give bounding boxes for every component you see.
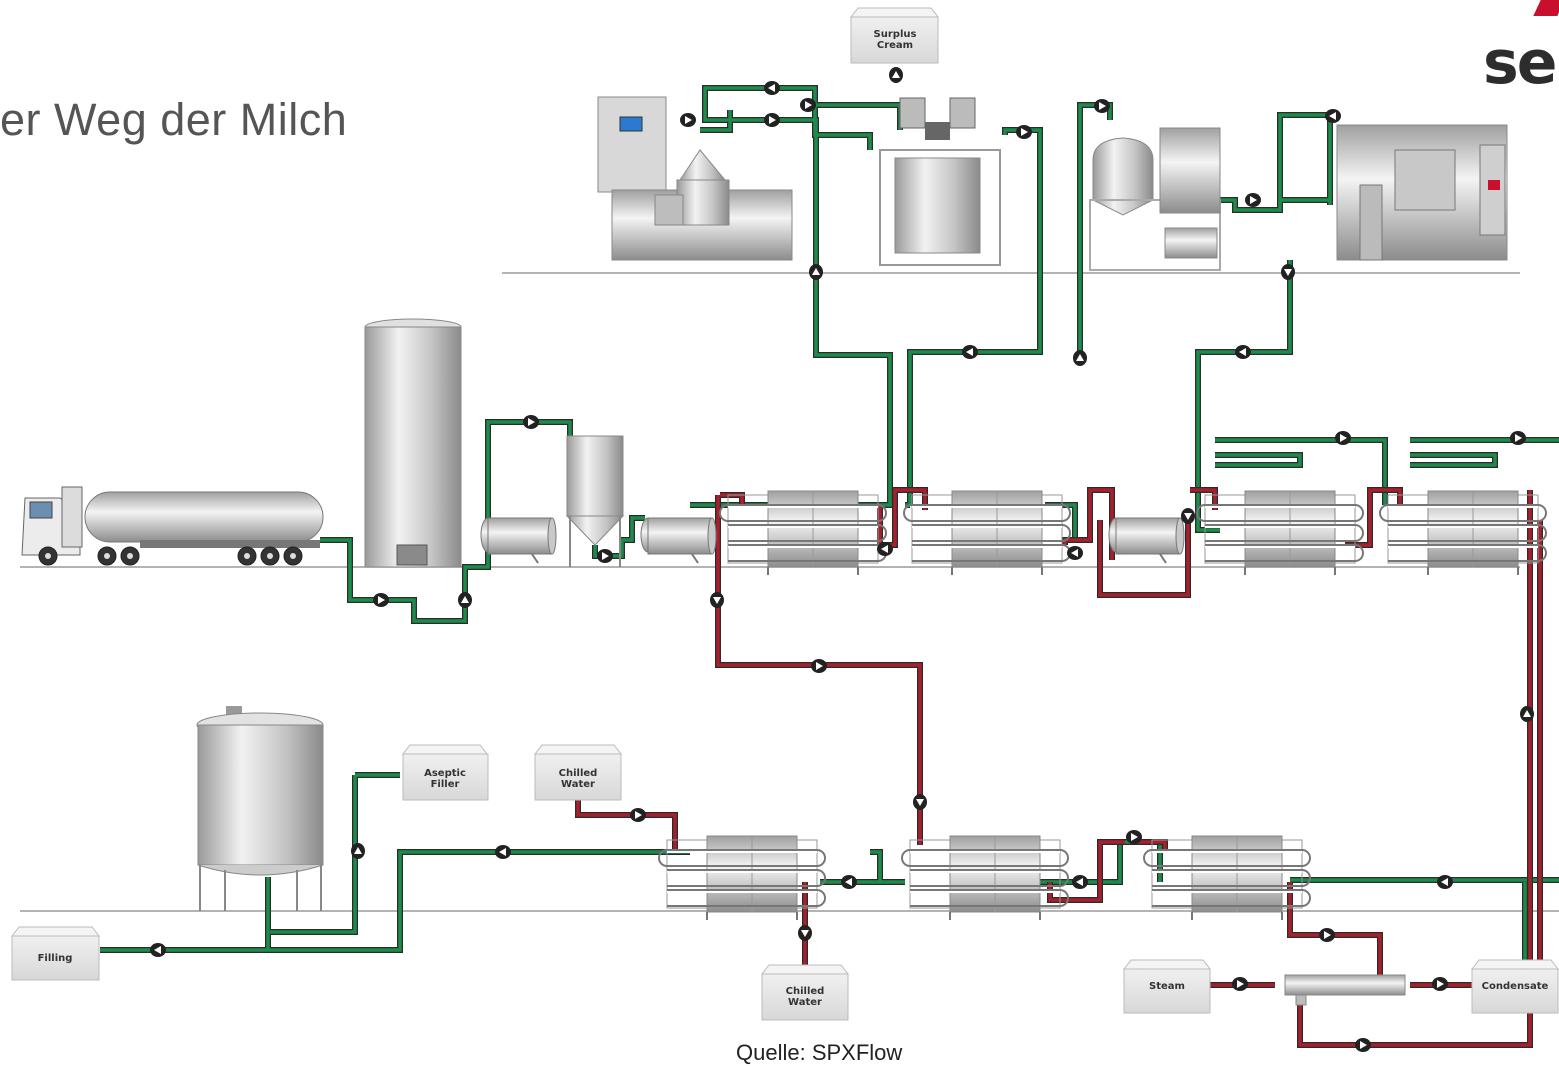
- flow-arrows: [150, 67, 1534, 1052]
- flow-arrow-icon: [1325, 109, 1341, 123]
- flow-arrow-icon: [1510, 431, 1526, 445]
- flow-arrow-icon: [1072, 875, 1088, 889]
- homogeniser-icon: [1089, 127, 1221, 271]
- flow-arrow-icon: [351, 843, 365, 859]
- flow-arrow-icon: [1067, 546, 1083, 560]
- flow-arrow-icon: [1073, 350, 1087, 366]
- chilled-water-in-box: Chilled Water: [533, 744, 623, 801]
- aseptic-machine-icon: [1336, 124, 1508, 261]
- chilled-out-label-1: Chilled: [786, 986, 825, 997]
- filling-label: Filling: [38, 953, 73, 964]
- flow-arrow-icon: [1094, 99, 1110, 113]
- pump-icon: [1108, 517, 1185, 564]
- flow-arrow-icon: [1520, 706, 1534, 722]
- flow-arrow-icon: [1235, 345, 1251, 359]
- steam-injector-icon: [1284, 974, 1406, 1006]
- silo-icon: [364, 318, 462, 568]
- flow-arrow-icon: [809, 264, 823, 280]
- label-boxes: Surplus Cream Aseptic Filler Chilled Wat…: [10, 7, 1559, 1021]
- flow-arrow-icon: [1232, 977, 1248, 991]
- chilled-in-label-1: Chilled: [559, 768, 598, 779]
- heating-pipes-fill: [578, 490, 1540, 1045]
- flow-arrow-icon: [1245, 193, 1261, 207]
- plate-heat-exchanger-icon: [658, 835, 826, 921]
- flow-arrow-icon: [680, 113, 696, 127]
- heating-pipes: [575, 487, 1543, 1048]
- steam-label: Steam: [1149, 981, 1185, 992]
- condensate-box: Condensate: [1470, 959, 1559, 1014]
- flow-arrow-icon: [1016, 125, 1032, 139]
- flow-arrow-icon: [1319, 928, 1335, 942]
- conical-tank-icon: [565, 435, 625, 567]
- separator-icon: [597, 96, 793, 261]
- surplus-cream-label-1: Surplus: [874, 29, 917, 40]
- plate-heat-exchanger-icon: [1196, 490, 1364, 576]
- aseptic-label-2: Filler: [431, 779, 460, 790]
- standardisation-unit-icon: [879, 97, 1001, 266]
- surplus-cream-box: Surplus Cream: [849, 7, 940, 64]
- steam-box: Steam: [1122, 959, 1212, 1014]
- flow-arrow-icon: [800, 98, 816, 112]
- storage-tank-icon: [196, 706, 324, 911]
- aseptic-label-1: Aseptic: [424, 768, 466, 779]
- condensate-label: Condensate: [1482, 981, 1549, 992]
- flow-arrow-icon: [1281, 264, 1295, 280]
- flow-arrow-icon: [373, 593, 389, 607]
- flow-arrow-icon: [1335, 431, 1351, 445]
- flow-arrow-icon: [764, 113, 780, 127]
- flow-arrow-icon: [1181, 508, 1195, 524]
- flow-arrow-icon: [458, 592, 472, 608]
- flow-arrow-icon: [811, 659, 827, 673]
- flow-arrow-icon: [764, 81, 780, 95]
- plate-heat-exchanger-icon: [1143, 835, 1311, 921]
- aseptic-filler-box: Aseptic Filler: [401, 744, 489, 801]
- flow-arrow-icon: [1355, 1038, 1371, 1052]
- filling-box: Filling: [10, 926, 101, 981]
- tanker-truck-icon: [21, 486, 324, 566]
- flow-arrow-icon: [1432, 977, 1448, 991]
- flow-arrow-icon: [889, 67, 903, 83]
- flow-arrow-icon: [150, 943, 166, 957]
- flow-arrow-icon: [630, 808, 646, 822]
- flow-arrow-icon: [495, 845, 511, 859]
- flow-arrow-icon: [877, 542, 893, 556]
- chilled-water-out-box: Chilled Water: [760, 964, 850, 1021]
- flow-arrow-icon: [710, 592, 724, 608]
- flow-arrow-icon: [962, 345, 978, 359]
- page-title: er Weg der Milch: [0, 94, 348, 145]
- flow-arrow-icon: [523, 415, 539, 429]
- chilled-out-label-2: Water: [788, 997, 822, 1008]
- flow-arrow-icon: [913, 794, 927, 810]
- flow-arrow-icon: [841, 875, 857, 889]
- flow-arrow-icon: [1126, 830, 1142, 844]
- plate-heat-exchanger-icon: [901, 835, 1069, 921]
- chilled-in-label-2: Water: [561, 779, 595, 790]
- surplus-cream-label-2: Cream: [877, 40, 913, 51]
- source-caption: Quelle: SPXFlow: [736, 1040, 903, 1065]
- company-logo: se: [1483, 28, 1557, 98]
- flow-arrow-icon: [798, 925, 812, 941]
- pump-icon: [480, 517, 557, 564]
- flow-arrow-icon: [1437, 875, 1453, 889]
- pump-icon: [640, 517, 717, 564]
- plate-heat-exchanger-icon: [1379, 490, 1547, 576]
- flow-arrow-icon: [597, 549, 613, 563]
